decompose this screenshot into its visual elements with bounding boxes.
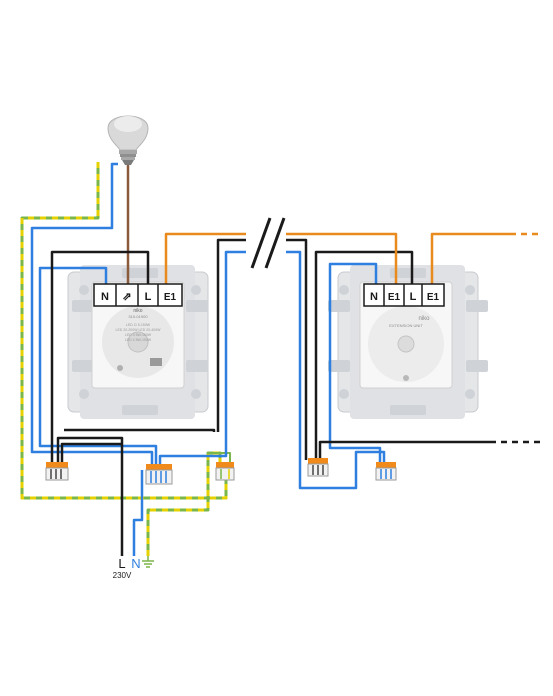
dimmer-brand: niko xyxy=(133,308,142,314)
dimmer-terminal-n: N xyxy=(101,291,109,303)
extension-terminal-e1-b: E1 xyxy=(427,292,440,303)
led-bulb-icon xyxy=(107,115,149,165)
extension-terminal-n: N xyxy=(370,291,378,303)
supply-l-label: L xyxy=(118,556,125,571)
extension-terminal-e1-a: E1 xyxy=(388,292,401,303)
live-wires xyxy=(50,238,490,556)
dimmer-spec-line-3: LED 3 5W-150W xyxy=(125,333,152,337)
earth-symbol-icon xyxy=(142,556,154,568)
neutral-wires xyxy=(30,162,386,556)
extension-brand: niko xyxy=(418,316,430,322)
dimmer-terminal-e1: E1 xyxy=(164,292,177,303)
extension-terminal-l: L xyxy=(410,291,417,303)
supply-voltage: 230V xyxy=(113,571,132,580)
connector-neutral-extension xyxy=(375,462,397,481)
dimmer-model: 310-01900 xyxy=(128,314,148,319)
dimmer-terminal-l: L xyxy=(145,291,152,303)
dimmer-spec-line-1: LED ⊡ 5-150W xyxy=(126,323,151,327)
wire-break-symbol xyxy=(246,214,286,274)
connector-live-extension xyxy=(307,458,329,477)
extension-label: EXTENSION UNIT xyxy=(389,323,423,328)
connector-live-dimmer xyxy=(45,462,69,481)
dimmer-terminal-lamp: ⇗ xyxy=(122,291,131,303)
connector-neutral-dimmer xyxy=(145,464,173,485)
connector-earth xyxy=(215,462,235,481)
extension-terminal-block xyxy=(363,283,445,307)
dimmer-spec-line-2: LED 20-200W LED 20-400W xyxy=(116,328,162,332)
dimmer-terminal-block xyxy=(93,283,183,307)
supply-n-label: N xyxy=(131,556,140,571)
extension-module xyxy=(359,281,453,389)
dimmer-spec-line-4: LED 4 5W-150W xyxy=(125,338,152,342)
dimmer-module xyxy=(91,281,185,389)
